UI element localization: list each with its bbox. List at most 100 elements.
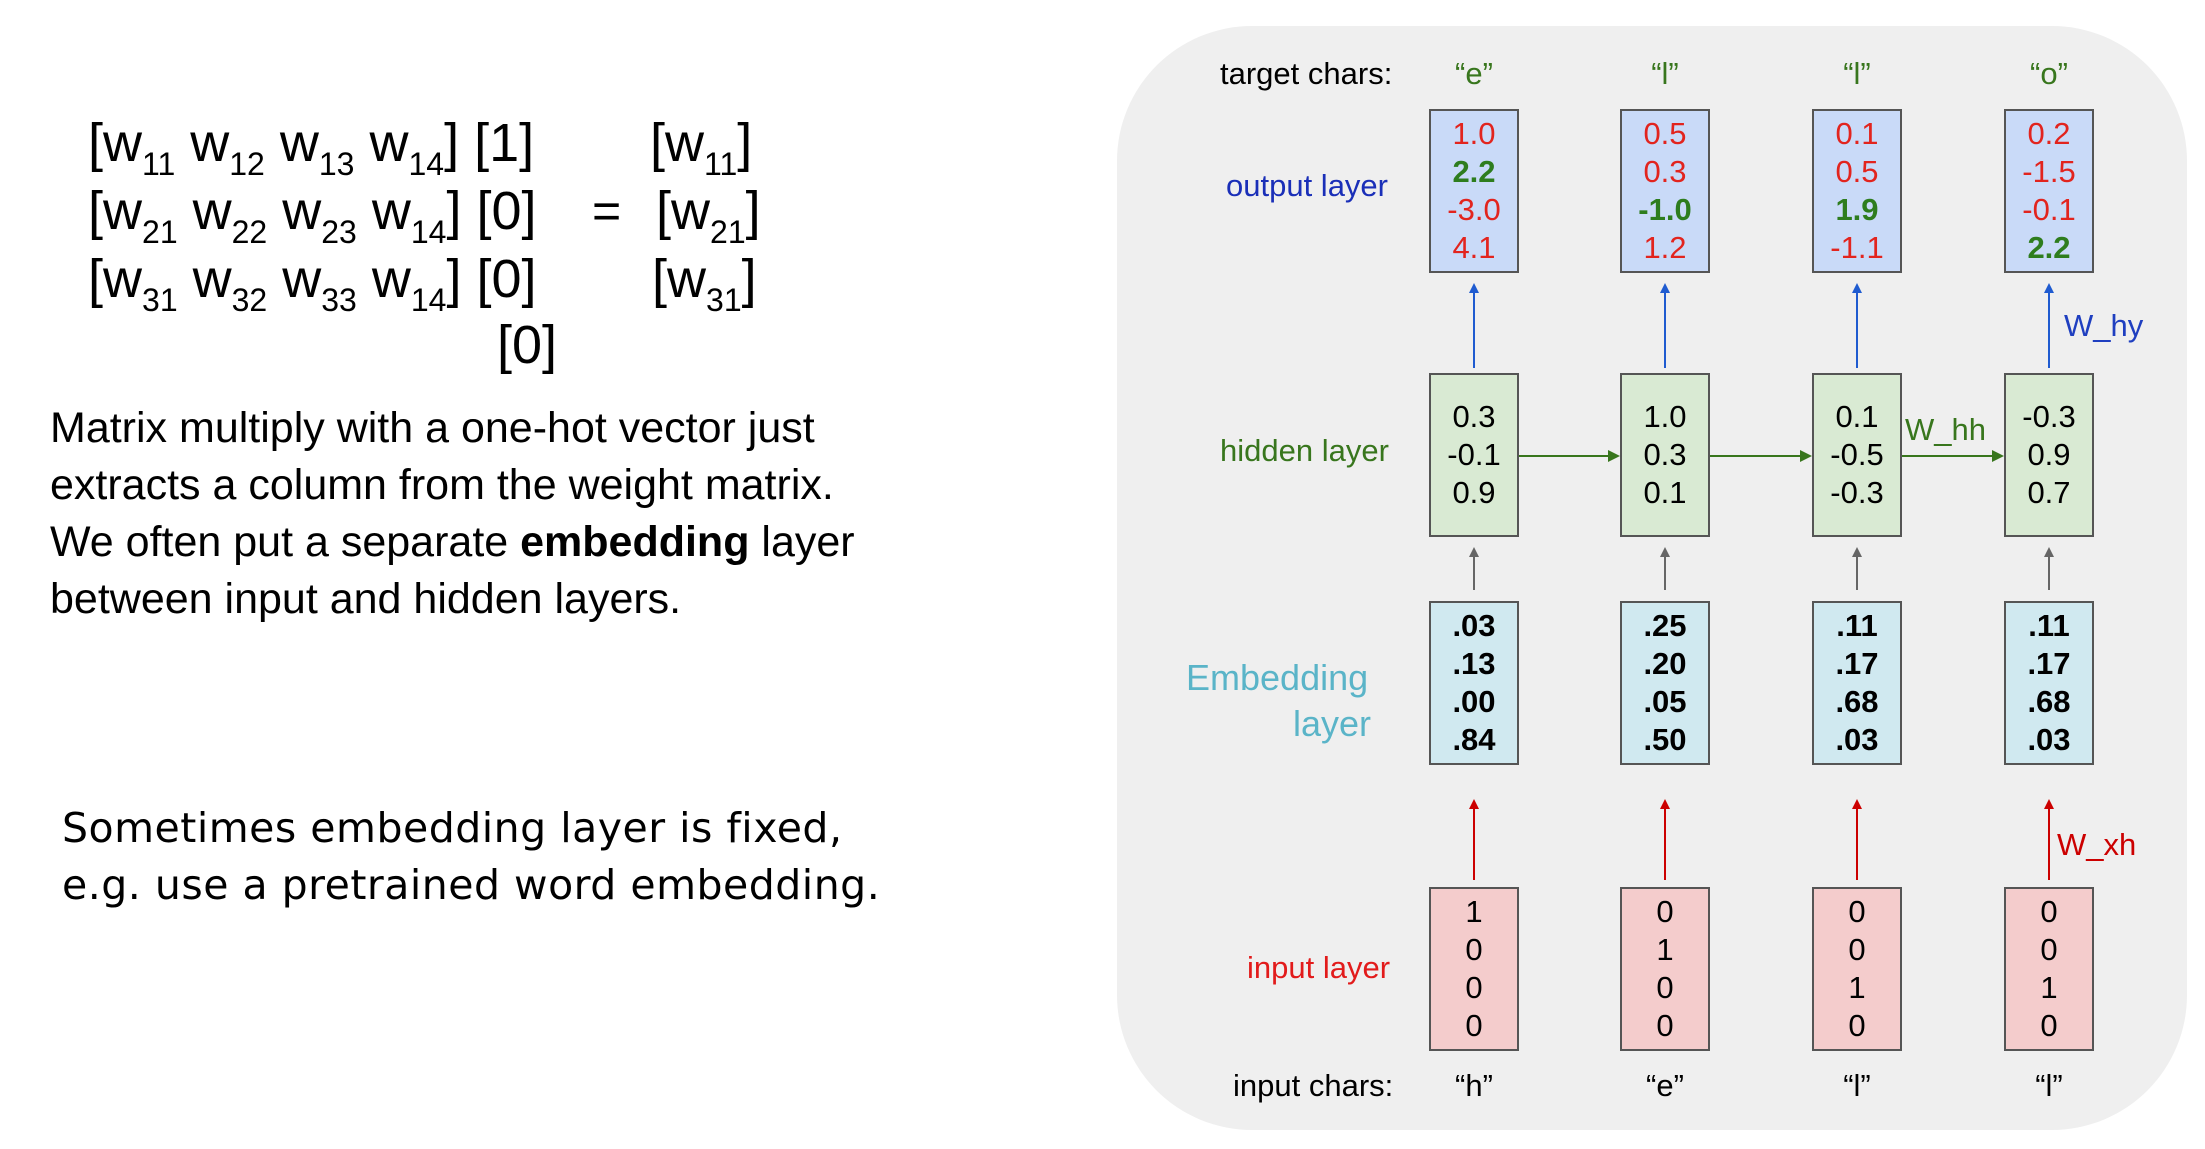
- matrix-entry: w: [192, 249, 232, 309]
- onehot-vector-entry: [0]: [476, 181, 537, 241]
- matrix-subscript: 12: [229, 146, 265, 182]
- hidden-value: -0.3: [2022, 399, 2076, 434]
- matrix-subscript: 14: [408, 146, 445, 182]
- onehot-value: 0: [1656, 970, 1674, 1005]
- onehot-value: 1: [2040, 970, 2058, 1005]
- paragraph-line: We often put a separate embedding layer: [50, 514, 950, 571]
- output-value: 4.1: [1452, 230, 1496, 265]
- output-layer-label: output layer: [1226, 168, 1388, 203]
- embedding-value: .03: [1835, 722, 1879, 757]
- result-entry: w: [667, 249, 707, 309]
- onehot-vector-entry: [1]: [474, 113, 535, 173]
- output-value: 0.5: [1835, 154, 1879, 189]
- output-value: 0.2: [2027, 116, 2071, 151]
- w-xh-label: W_xh: [2057, 827, 2137, 862]
- hidden-value: 0.7: [2027, 475, 2071, 510]
- embedding-value: .00: [1452, 684, 1496, 719]
- embedding-value: .11: [1836, 608, 1878, 643]
- paragraph-line: extracts a column from the weight matrix…: [50, 461, 834, 509]
- onehot-value: 0: [1848, 932, 1866, 967]
- matrix-subscript: 11: [142, 146, 176, 182]
- output-value: 1.9: [1835, 192, 1879, 227]
- onehot-value: 0: [2040, 932, 2058, 967]
- onehot-value: 1: [1656, 932, 1674, 967]
- hidden-layer-label: hidden layer: [1220, 433, 1389, 468]
- note-line: Sometimes embedding layer is fixed,: [62, 804, 843, 852]
- matrix-entry: w: [190, 113, 230, 173]
- equals-sign: =: [592, 183, 622, 239]
- embedding-value: .03: [2027, 722, 2071, 757]
- result-entry: w: [665, 113, 705, 173]
- embedding-layer-label-1: Embedding: [1186, 657, 1369, 698]
- result-row-2: [w21]: [656, 181, 761, 250]
- result-row-1: [w11]: [650, 113, 753, 182]
- hidden-value: 1.0: [1643, 399, 1687, 434]
- embedding-value: .50: [1643, 722, 1687, 757]
- hidden-value: 0.3: [1643, 437, 1687, 472]
- target-char: “e”: [1455, 56, 1493, 91]
- hidden-value: 0.1: [1835, 399, 1879, 434]
- input-char: “h”: [1455, 1068, 1493, 1103]
- result-row-3: [w31]: [652, 249, 757, 318]
- onehot-value: 0: [1465, 1008, 1483, 1043]
- result-subscript: 11: [704, 146, 738, 182]
- result-subscript: 31: [706, 282, 742, 318]
- hidden-value: 0.9: [2027, 437, 2071, 472]
- embedding-layer-box: .11.17.68.03: [1812, 601, 1902, 765]
- onehot-value: 0: [1848, 1008, 1866, 1043]
- fixed-embedding-note: Sometimes embedding layer is fixed, e.g.…: [62, 800, 962, 914]
- explanation-paragraph: Matrix multiply with a one-hot vector ju…: [50, 400, 950, 628]
- input-char: “l”: [2035, 1068, 2063, 1103]
- w-hh-label: W_hh: [1905, 412, 1986, 447]
- target-char: “l”: [1843, 56, 1871, 91]
- embedding-value: .25: [1643, 608, 1687, 643]
- embedding-value: .11: [2028, 608, 2070, 643]
- target-char: “l”: [1651, 56, 1679, 91]
- hidden-value: 0.1: [1643, 475, 1687, 510]
- embedding-value: .84: [1452, 722, 1496, 757]
- matrix-subscript: 31: [142, 282, 178, 318]
- hidden-value: -0.5: [1830, 437, 1884, 472]
- output-value: -1.1: [1830, 230, 1884, 265]
- paragraph-text: We often put a separate: [50, 518, 521, 566]
- output-value: 0.1: [1835, 116, 1879, 151]
- embedding-emphasis: embedding: [520, 518, 750, 566]
- hidden-value: -0.1: [1447, 437, 1501, 472]
- matrix-row-1: [w11 w12 w13 w14] [1]: [88, 113, 535, 182]
- matrix-subscript: 14: [410, 282, 447, 318]
- matrix-entry: w: [371, 181, 411, 241]
- matrix-entry: w: [279, 113, 319, 173]
- output-value: 0.3: [1643, 154, 1687, 189]
- matrix-entry: w: [192, 181, 232, 241]
- matrix-subscript: 22: [231, 214, 268, 250]
- matrix-subscript: 32: [231, 282, 268, 318]
- onehot-value: 0: [1656, 1008, 1674, 1043]
- matrix-row-2: [w21 w22 w23 w14] [0]: [88, 181, 537, 250]
- embedding-value: .17: [2027, 646, 2071, 681]
- matrix-subscript: 14: [410, 214, 447, 250]
- embedding-value: .05: [1643, 684, 1687, 719]
- onehot-value: 1: [1465, 894, 1483, 929]
- onehot-value: 0: [1465, 970, 1483, 1005]
- output-value: 0.5: [1643, 116, 1687, 151]
- embedding-value: .17: [1835, 646, 1879, 681]
- note-line: e.g. use a pretrained word embedding.: [62, 861, 881, 909]
- embedding-value: .03: [1452, 608, 1496, 643]
- matrix-row-3: [w31 w32 w33 w14] [0]: [88, 249, 537, 318]
- input-layer-label: input layer: [1247, 950, 1391, 985]
- onehot-vector-entry: [0]: [476, 249, 537, 309]
- matrix-subscript: 23: [321, 214, 357, 250]
- onehot-vector-entry: [0]: [497, 315, 558, 375]
- result-entry: w: [671, 181, 711, 241]
- output-value: -0.1: [2022, 192, 2076, 227]
